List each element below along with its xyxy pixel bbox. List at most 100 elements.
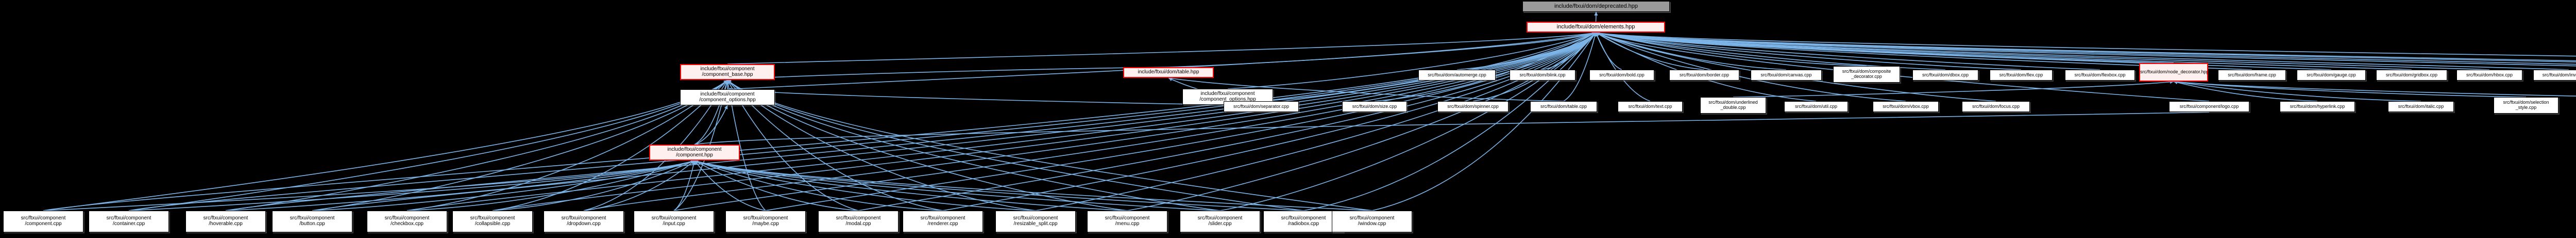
graph-node[interactable]: src/ftxui/component /dropdown.cpp — [544, 211, 624, 232]
graph-node[interactable]: include/ftxui/component /component_optio… — [680, 89, 775, 105]
graph-node-label: src/ftxui/dom/composite _decorator.cpp — [1842, 69, 1891, 79]
graph-node-label: src/ftxui/component /component.cpp — [21, 215, 66, 227]
graph-node[interactable]: src/ftxui/dom/bold.cpp — [1589, 70, 1654, 81]
graph-node[interactable]: include/ftxui/dom/deprecated.hpp — [1522, 1, 1670, 12]
graph-node-label: src/ftxui/component /modal.cpp — [836, 215, 881, 227]
graph-node[interactable]: src/ftxui/component /renderer.cpp — [903, 211, 983, 232]
graph-node-label: src/ftxui/dom/dbox.cpp — [1922, 72, 1969, 77]
graph-node[interactable]: src/ftxui/component /input.cpp — [634, 211, 714, 232]
graph-node[interactable]: src/ftxui/dom/flex.cpp — [1990, 70, 2053, 81]
graph-node[interactable]: src/ftxui/dom/focus.cpp — [1962, 101, 2030, 112]
graph-node-label: src/ftxui/dom/table.cpp — [1540, 103, 1587, 109]
graph-node-label: src/ftxui/dom/italic.cpp — [2398, 103, 2444, 109]
graph-node-label: src/ftxui/component /window.cpp — [1349, 215, 1395, 227]
graph-node[interactable]: src/ftxui/dom/canvas.cpp — [1751, 70, 1822, 81]
graph-node[interactable]: src/ftxui/component /button.cpp — [272, 211, 352, 232]
graph-node[interactable]: src/ftxui/dom/gauge.cpp — [2297, 70, 2366, 81]
graph-node-label: src/ftxui/component /menu.cpp — [1105, 215, 1150, 227]
graph-node-label: src/ftxui/dom/util.cpp — [1794, 103, 1838, 109]
graph-node[interactable]: src/ftxui/component /window.cpp — [1332, 211, 1412, 232]
graph-node-label: src/ftxui/dom/spinner.cpp — [1447, 103, 1499, 109]
graph-node[interactable]: src/ftxui/dom/blink.cpp — [1510, 70, 1575, 81]
graph-node-label: src/ftxui/dom/focus.cpp — [1972, 103, 2020, 109]
graph-node[interactable]: src/ftxui/dom/italic.cpp — [2388, 101, 2454, 112]
graph-node-label: src/ftxui/dom/hyperlink.cpp — [2290, 103, 2345, 109]
graph-node-label: src/ftxui/dom/selection _style.cpp — [2503, 100, 2549, 110]
graph-node[interactable]: src/ftxui/dom/hbox.cpp — [2456, 70, 2522, 81]
graph-node[interactable]: src/ftxui/dom/dbox.cpp — [1912, 70, 1978, 81]
graph-node[interactable]: src/ftxui/dom/text.cpp — [1618, 101, 1683, 112]
graph-node[interactable]: src/ftxui/dom/vbox.cpp — [1873, 101, 1939, 112]
graph-node[interactable]: src/ftxui/dom/separator.cpp — [1224, 101, 1299, 112]
graph-node-label: src/ftxui/dom/frame.cpp — [2228, 72, 2276, 77]
graph-node[interactable]: src/ftxui/component /radiobox.cpp — [1263, 211, 1344, 232]
graph-node[interactable]: src/ftxui/dom/inverted.cpp — [2533, 70, 2576, 81]
graph-node-label: src/ftxui/component /dropdown.cpp — [561, 215, 606, 227]
graph-node-label: src/ftxui/dom/gauge.cpp — [2307, 72, 2356, 77]
graph-node-label: src/ftxui/component /collapsible.cpp — [470, 215, 515, 227]
graph-node-label: src/ftxui/dom/automerge.cpp — [1428, 72, 1486, 77]
graph-node-label: src/ftxui/component /radiobox.cpp — [1281, 215, 1326, 227]
graph-node[interactable]: src/ftxui/dom/spinner.cpp — [1437, 101, 1509, 112]
graph-node[interactable]: src/ftxui/component /maybe.cpp — [725, 211, 806, 232]
graph-node-label: src/ftxui/component /renderer.cpp — [920, 215, 965, 227]
graph-node-label: src/ftxui/dom/bold.cpp — [1599, 72, 1645, 77]
graph-node[interactable]: src/ftxui/dom/table.cpp — [1530, 101, 1597, 112]
graph-node[interactable]: src/ftxui/component /checkbox.cpp — [367, 211, 447, 232]
graph-node-label: src/ftxui/component /resizable_split.cpp — [1013, 215, 1058, 227]
graph-node[interactable]: src/ftxui/component /component.cpp — [3, 211, 83, 232]
graph-node[interactable]: src/ftxui/dom/flexbox.cpp — [2065, 70, 2135, 81]
graph-node-label: src/ftxui/dom/node_decorator.hpp — [2140, 69, 2208, 75]
graph-node-label: src/ftxui/dom/blink.cpp — [1519, 72, 1566, 77]
graph-node[interactable]: src/ftxui/dom/size.cpp — [1342, 101, 1407, 112]
graph-node[interactable]: src/ftxui/dom/hyperlink.cpp — [2280, 101, 2355, 112]
graph-node-label: src/ftxui/dom/inverted.cpp — [2542, 72, 2576, 77]
graph-node-label: src/ftxui/component /container.cpp — [106, 215, 151, 227]
graph-node[interactable]: src/ftxui/dom/frame.cpp — [2218, 70, 2286, 81]
graph-node-label: src/ftxui/component /hoverable.cpp — [203, 215, 248, 227]
graph-node-label: include/ftxui/dom/table.hpp — [1138, 69, 1199, 75]
graph-node-label: src/ftxui/dom/vbox.cpp — [1883, 103, 1929, 109]
graph-node[interactable]: include/ftxui/dom/elements.hpp — [1527, 22, 1665, 33]
graph-node[interactable]: src/ftxui/dom/gridbox.cpp — [2376, 70, 2447, 81]
graph-node-label: src/ftxui/dom/text.cpp — [1628, 103, 1672, 109]
graph-node-label: src/ftxui/dom/flex.cpp — [1999, 72, 2043, 77]
graph-node[interactable]: src/ftxui/component /collapsible.cpp — [452, 211, 533, 232]
graph-node-label: src/ftxui/dom/size.cpp — [1352, 103, 1397, 109]
graph-node-label: src/ftxui/component /checkbox.cpp — [384, 215, 430, 227]
graph-node[interactable]: src/ftxui/component /modal.cpp — [818, 211, 899, 232]
graph-node[interactable]: src/ftxui/component/logo.cpp — [2169, 101, 2249, 112]
graph-node[interactable]: src/ftxui/component /menu.cpp — [1087, 211, 1167, 232]
graph-node-label: src/ftxui/component /button.cpp — [290, 215, 335, 227]
graph-node-label: src/ftxui/component/logo.cpp — [2179, 103, 2239, 109]
graph-node-label: src/ftxui/dom/underlined _double.cpp — [1708, 100, 1758, 110]
graph-node[interactable]: src/ftxui/component /resizable_split.cpp — [995, 211, 1076, 232]
graph-node[interactable]: include/ftxui/dom/table.hpp — [1123, 67, 1214, 78]
graph-node-label: src/ftxui/dom/flexbox.cpp — [2074, 72, 2126, 77]
graph-node[interactable]: include/ftxui/component /component.hpp — [649, 145, 740, 161]
graph-node[interactable]: src/ftxui/dom/border.cpp — [1669, 70, 1739, 81]
graph-node-label: src/ftxui/dom/border.cpp — [1679, 72, 1730, 77]
graph-node-label: include/ftxui/component /component_optio… — [1199, 90, 1256, 102]
graph-node[interactable]: src/ftxui/dom/automerge.cpp — [1418, 70, 1496, 81]
graph-node[interactable]: src/ftxui/dom/underlined _double.cpp — [1700, 97, 1766, 114]
graph-node[interactable]: src/ftxui/component /hoverable.cpp — [185, 211, 266, 232]
graph-node-label: src/ftxui/component /input.cpp — [651, 215, 697, 227]
graph-node-label: include/ftxui/dom/deprecated.hpp — [1554, 3, 1638, 9]
graph-node-label: src/ftxui/component /slider.cpp — [1197, 215, 1243, 227]
graph-node-label: src/ftxui/dom/canvas.cpp — [1760, 72, 1812, 77]
graph-node-label: include/ftxui/component /component.hpp — [667, 146, 722, 158]
graph-node-label: include/ftxui/component /component_base.… — [700, 66, 755, 77]
graph-node[interactable]: include/ftxui/component /component_base.… — [680, 64, 775, 80]
graph-node[interactable]: src/ftxui/dom/composite _decorator.cpp — [1833, 66, 1900, 83]
graph-node[interactable]: src/ftxui/dom/node_decorator.hpp — [2139, 63, 2208, 82]
graph-node[interactable]: src/ftxui/dom/util.cpp — [1784, 101, 1848, 112]
graph-node-label: src/ftxui/component /maybe.cpp — [743, 215, 788, 227]
graph-node[interactable]: src/ftxui/component /slider.cpp — [1180, 211, 1260, 232]
graph-node-label: include/ftxui/dom/elements.hpp — [1556, 23, 1635, 30]
graph-node[interactable]: src/ftxui/dom/selection _style.cpp — [2494, 97, 2558, 114]
graph-node[interactable]: src/ftxui/component /container.cpp — [89, 211, 169, 232]
graph-node-label: include/ftxui/component /component_optio… — [699, 91, 756, 103]
